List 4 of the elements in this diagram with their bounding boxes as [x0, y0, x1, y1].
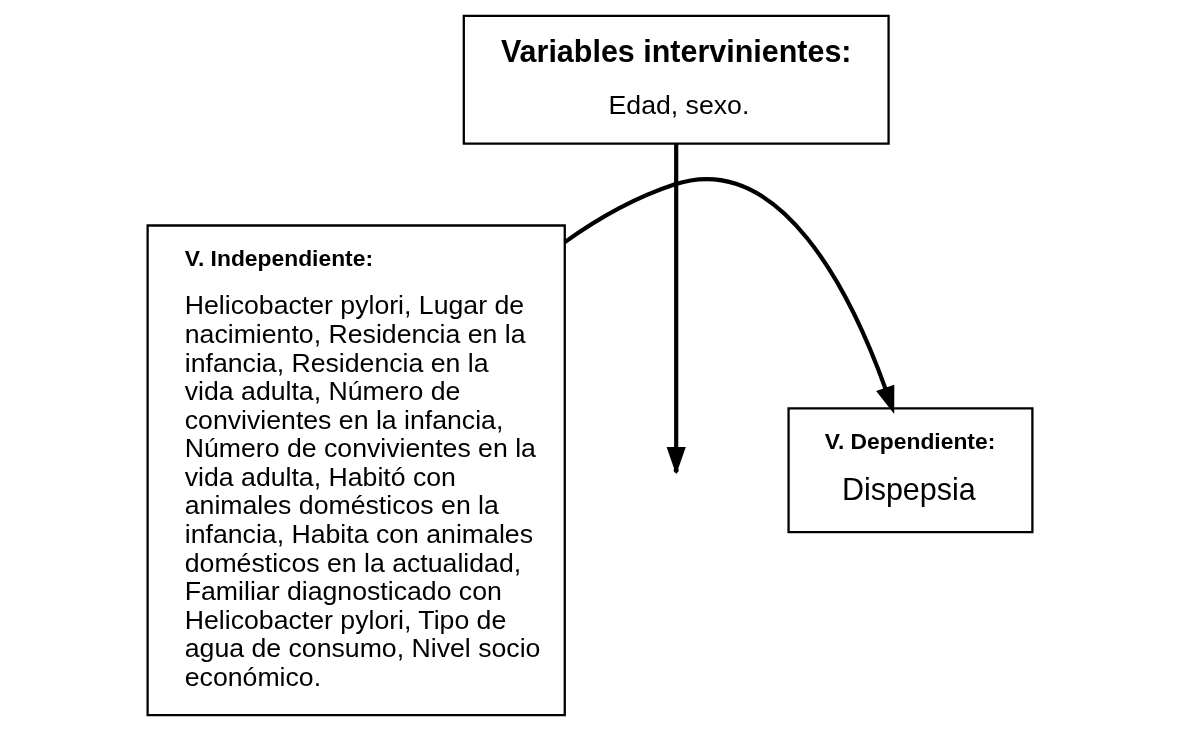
node-box: V. Independiente: Helicobacter pylori, Lugar de nacimiento, Residencia en la infancia, Residencia en la vida adulta, Número de convivientes en la infancia, Número de convivientes en la vida adulta, Habitó con animales domésticos en la infancia, Habita con animales domésticos en la actualidad, Familiar diagnosticado con Helicobacter pylori, Tipo de agua de consumo, Nivel socio económico. — [146, 224, 566, 717]
node-box: Variables intervinientes: Edad, sexo. — [462, 14, 890, 145]
node-box: V. Dependiente: Dispepsia — [787, 407, 1034, 534]
arrow — [563, 177, 895, 414]
